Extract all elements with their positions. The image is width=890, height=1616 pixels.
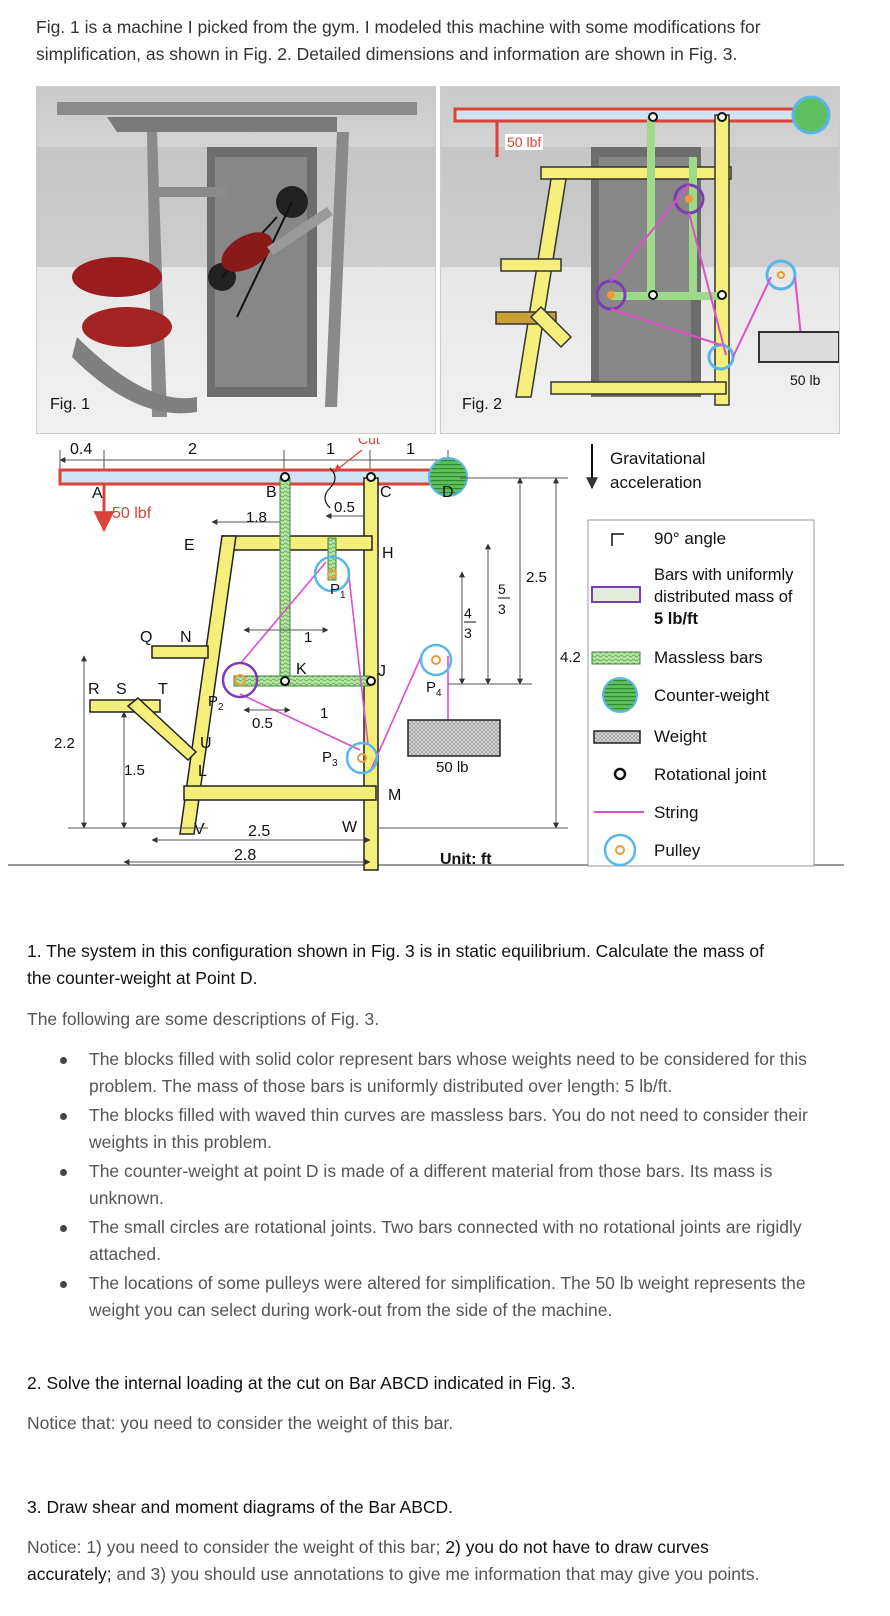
gravity-line-1: Gravitational (610, 449, 705, 468)
bar-abcd (58, 468, 462, 486)
pulley-p1: P1 (330, 581, 346, 601)
intro-line-2: simplification, as shown in Fig. 2. Deta… (36, 44, 738, 64)
point-w: W (342, 819, 358, 836)
dim-4-2: 4.2 (560, 649, 581, 666)
dim-5-3-den: 3 (498, 601, 506, 617)
figure-1-photo (36, 86, 436, 434)
intro-line-1: Fig. 1 is a machine I picked from the gy… (36, 17, 761, 37)
dim-2-2: 2.2 (54, 735, 75, 752)
cut-label: Cut (358, 438, 380, 447)
dim-0-5b: 0.5 (252, 715, 273, 732)
list-item: The locations of some pulleys were alter… (27, 1270, 847, 1324)
figure-3-diagram: 0.4 2 1 1 A B C D 50 lbf Cut 1.8 0.5 H J… (8, 438, 844, 871)
pulley-p3: P3 (322, 749, 338, 769)
dim-2-5: 2.5 (526, 569, 547, 586)
weight-icon (593, 730, 641, 744)
point-v: V (194, 821, 205, 838)
list-item: The small circles are rotational joints.… (27, 1214, 847, 1268)
question-2-note: Notice that: you need to consider the we… (27, 1413, 454, 1433)
dim-2-8: 2.8 (234, 847, 256, 864)
question-2-title: 2. Solve the internal loading at the cut… (27, 1373, 576, 1393)
pulley-icon (603, 833, 637, 867)
point-t: T (158, 681, 168, 698)
legend-string: String (654, 803, 698, 822)
point-a: A (92, 485, 103, 502)
point-s: S (116, 681, 127, 698)
intro-text: Fig. 1 is a machine I picked from the gy… (36, 14, 866, 68)
point-e: E (184, 537, 195, 554)
counter-weight-d (428, 457, 468, 497)
figure-1-label: Fig. 1 (50, 396, 91, 413)
dim-0-5a: 0.5 (334, 499, 355, 516)
pulley-p2: P2 (208, 693, 224, 713)
point-l: L (198, 763, 207, 780)
figure-2-label: Fig. 2 (462, 396, 503, 413)
figure-2-weight-label: 50 lb (790, 372, 821, 388)
question-3-note: Notice: 1) you need to consider the weig… (27, 1537, 760, 1584)
legend-bars-1: Bars with uniformly (654, 566, 794, 584)
dim-1a: 1 (326, 441, 335, 458)
counterweight-icon (602, 677, 638, 713)
dim-1d: 1 (320, 705, 328, 722)
dim-4-3-den: 3 (464, 625, 472, 641)
question-3-title: 3. Draw shear and moment diagrams of the… (27, 1497, 454, 1517)
legend-angle: 90° angle (654, 529, 726, 548)
uniform-bar-icon (591, 586, 641, 603)
description-list: The blocks filled with solid color repre… (27, 1046, 847, 1326)
dim-2-5b: 2.5 (248, 823, 270, 840)
legend-joint: Rotational joint (654, 765, 767, 784)
dim-1-5: 1.5 (124, 762, 145, 779)
question-1-desc: The following are some descriptions of F… (27, 1009, 380, 1029)
point-d: D (442, 484, 454, 501)
point-c: C (380, 484, 392, 501)
point-j: J (378, 663, 386, 680)
question-1-line-2: the counter-weight at Point D. (27, 968, 258, 988)
question-1: 1. The system in this configuration show… (27, 938, 867, 992)
legend-pulley: Pulley (654, 841, 701, 860)
weight-label: 50 lb (436, 759, 469, 776)
dim-1b: 1 (406, 441, 415, 458)
gravity-line-2: acceleration (610, 473, 702, 492)
dim-1-8: 1.8 (246, 509, 267, 526)
question-1-line-1: 1. The system in this configuration show… (27, 941, 764, 961)
legend-counterweight: Counter-weight (654, 686, 770, 705)
point-b: B (266, 484, 277, 501)
joint-icon (613, 767, 627, 781)
point-q: Q (140, 629, 152, 646)
dim-5-3-num: 5 (498, 581, 506, 597)
point-m: M (388, 787, 401, 804)
list-item: The blocks filled with waved thin curves… (27, 1102, 847, 1156)
unit-label: Unit: ft (440, 851, 492, 868)
massless-bar-icon (591, 651, 641, 665)
legend-massless: Massless bars (654, 648, 763, 667)
dim-0-4: 0.4 (70, 441, 92, 458)
point-h: H (382, 545, 394, 562)
point-u: U (200, 735, 212, 752)
dim-2: 2 (188, 441, 197, 458)
list-item: The counter-weight at point D is made of… (27, 1158, 847, 1212)
force-label-a: 50 lbf (112, 505, 152, 522)
figure-2-force-label: 50 lbf (505, 134, 544, 150)
point-k: K (296, 661, 307, 678)
weight-block (407, 719, 501, 757)
dim-4-3-num: 4 (464, 605, 472, 621)
pulley-p4: P4 (426, 679, 442, 699)
dim-1c: 1 (304, 629, 312, 646)
legend-weight: Weight (654, 727, 707, 746)
point-r: R (88, 681, 100, 698)
point-n: N (180, 629, 192, 646)
legend-bars-2: distributed mass of (654, 588, 793, 606)
figure-2-photo (440, 86, 840, 434)
legend-bars-3: 5 lb/ft (654, 610, 699, 628)
list-item: The blocks filled with solid color repre… (27, 1046, 847, 1100)
angle-icon (611, 533, 624, 546)
